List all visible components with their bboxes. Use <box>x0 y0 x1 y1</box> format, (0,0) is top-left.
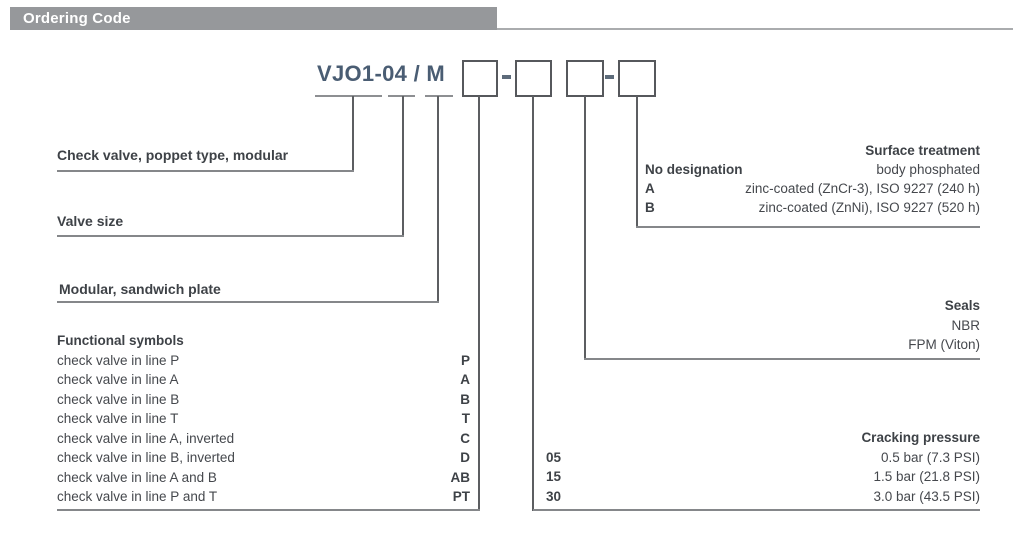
row-code: AB <box>450 469 471 485</box>
underline-size-segment <box>388 95 415 97</box>
row-value: 0.5 bar (7.3 PSI) <box>880 449 980 465</box>
connector-size-horizontal <box>57 235 404 237</box>
surface-treatment-title: Surface treatment <box>865 143 980 158</box>
section-title: Ordering Code <box>23 10 131 27</box>
row-label: check valve in line B <box>57 391 180 407</box>
row-value: 3.0 bar (43.5 PSI) <box>873 488 980 504</box>
connector-box2-vertical <box>532 96 534 511</box>
row-code: B <box>645 200 655 215</box>
functional-symbols-title: Functional symbols <box>57 333 184 348</box>
functional-symbol-row: check valve in line B B <box>57 390 470 410</box>
cracking-pressure-block: Cracking pressure 05 0.5 bar (7.3 PSI) 1… <box>546 428 980 506</box>
functional-symbol-row: check valve in line T T <box>57 409 470 429</box>
row-code: 05 <box>546 449 562 465</box>
seals-option: NBR <box>951 317 980 333</box>
connector-cracking-horizontal <box>533 509 980 511</box>
surface-treatment-row: No designation body phosphated <box>645 160 980 179</box>
row-value: zinc-coated (ZnCr-3), ISO 9227 (240 h) <box>745 181 980 196</box>
row-value: zinc-coated (ZnNi), ISO 9227 (520 h) <box>758 200 980 215</box>
code-separator-dash <box>605 75 614 79</box>
row-label: check valve in line A <box>57 372 179 387</box>
connector-functional-horizontal <box>57 509 480 511</box>
code-box-surface-treatment <box>618 60 656 97</box>
row-code: 15 <box>546 469 562 484</box>
functional-symbol-row: check valve in line B, inverted D <box>57 448 470 468</box>
functional-symbol-row: check valve in line A, inverted C <box>57 429 470 449</box>
row-label: check valve in line A and B <box>57 469 217 485</box>
cracking-pressure-title: Cracking pressure <box>861 430 980 445</box>
label-valve-type: Check valve, poppet type, modular <box>57 147 289 163</box>
row-code: D <box>460 450 470 465</box>
surface-treatment-row: A zinc-coated (ZnCr-3), ISO 9227 (240 h) <box>645 179 980 198</box>
functional-symbol-row: check valve in line A and B AB <box>57 468 470 488</box>
code-separator-dash <box>502 75 511 79</box>
cracking-pressure-row: 15 1.5 bar (21.8 PSI) <box>546 467 980 487</box>
connector-surface-horizontal <box>636 226 980 228</box>
seals-block: Seals NBR FPM (Viton) <box>740 296 980 355</box>
connector-modular-horizontal <box>57 301 439 303</box>
label-valve-size: Valve size <box>57 213 124 229</box>
connector-box4-vertical <box>636 96 638 228</box>
row-code: 30 <box>546 488 562 504</box>
seals-title: Seals <box>944 298 980 313</box>
connector-seals-horizontal <box>584 358 980 360</box>
connector-modular-vertical <box>437 96 439 303</box>
functional-symbol-row: check valve in line P and T PT <box>57 487 470 507</box>
connector-box1-vertical <box>478 96 480 511</box>
code-box-seals <box>566 60 604 97</box>
row-code: B <box>460 391 470 407</box>
functional-symbol-row: check valve in line P P <box>57 351 470 371</box>
row-code: PT <box>452 489 470 504</box>
cracking-pressure-row: 05 0.5 bar (7.3 PSI) <box>546 448 980 468</box>
row-label: check valve in line P and T <box>57 489 218 504</box>
code-box-cracking-pressure <box>515 60 552 97</box>
connector-type-vertical <box>352 96 354 172</box>
underline-modular-segment <box>425 95 453 97</box>
cracking-pressure-row: 30 3.0 bar (43.5 PSI) <box>546 487 980 507</box>
row-label: check valve in line A, inverted <box>57 430 235 446</box>
section-header-bar: Ordering Code <box>10 7 497 30</box>
connector-size-vertical <box>402 96 404 237</box>
row-label: check valve in line P <box>57 352 180 368</box>
row-code: T <box>461 411 470 426</box>
row-value: body phosphated <box>876 162 980 177</box>
code-box-functional-symbol <box>462 60 498 97</box>
functional-symbols-block: Functional symbols check valve in line P… <box>57 331 470 507</box>
surface-treatment-row: B zinc-coated (ZnNi), ISO 9227 (520 h) <box>645 198 980 217</box>
row-code: A <box>460 372 470 387</box>
model-code: VJO1-04 / M <box>317 61 446 86</box>
row-code: C <box>460 430 470 446</box>
row-code: No designation <box>645 162 743 177</box>
label-modular: Modular, sandwich plate <box>59 281 221 297</box>
connector-box3-vertical <box>584 96 586 360</box>
underline-type-segment <box>315 95 382 97</box>
section-header-rule <box>497 28 1013 30</box>
connector-type-horizontal <box>57 170 354 172</box>
row-code: A <box>645 181 655 196</box>
row-code: P <box>460 352 470 368</box>
surface-treatment-block: Surface treatment No designation body ph… <box>645 141 980 217</box>
seals-option: FPM (Viton) <box>908 337 980 352</box>
row-value: 1.5 bar (21.8 PSI) <box>873 469 980 484</box>
functional-symbol-row: check valve in line A A <box>57 370 470 390</box>
row-label: check valve in line B, inverted <box>57 450 235 465</box>
row-label: check valve in line T <box>57 411 179 426</box>
